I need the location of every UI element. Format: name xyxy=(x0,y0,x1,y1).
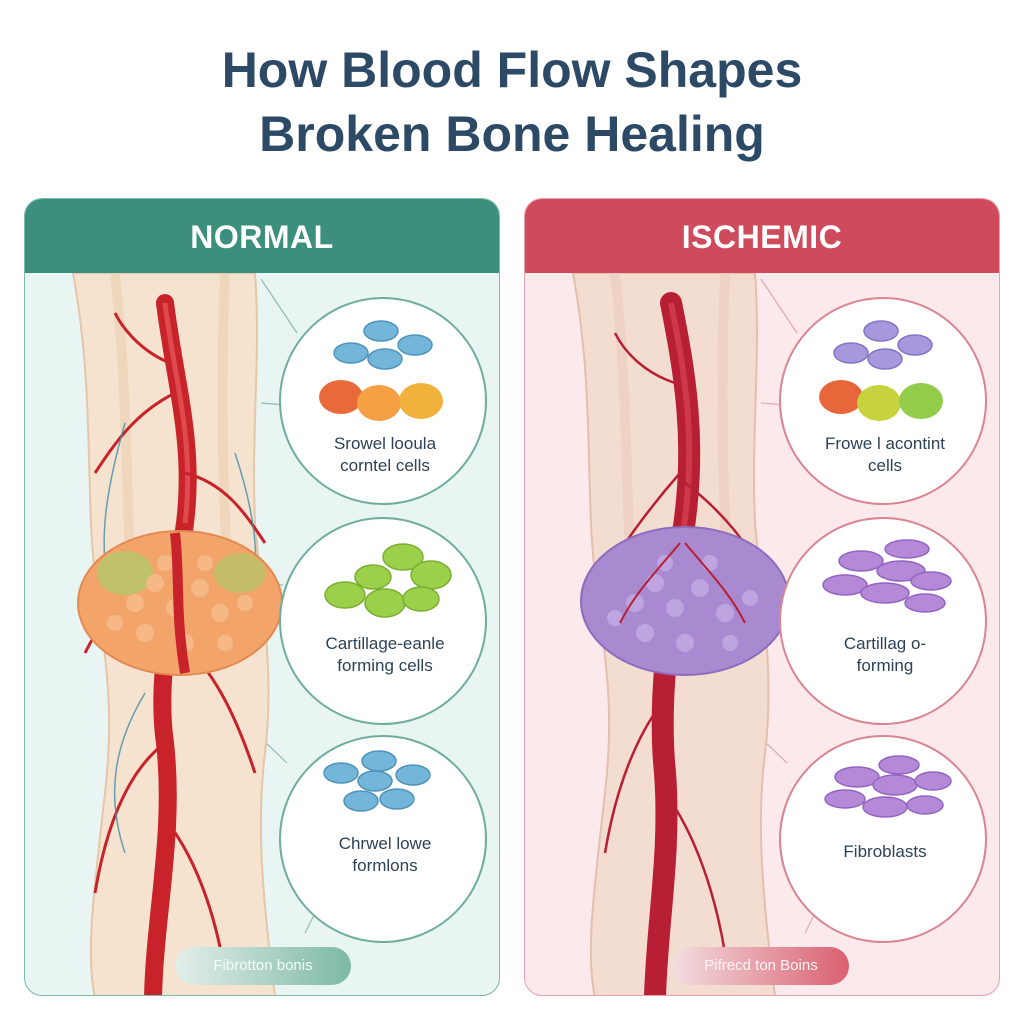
normal-bone-illustration xyxy=(71,273,326,995)
ischemic-vessel-branches xyxy=(603,332,767,954)
normal-circle-2-label: Cartillage-eanle forming cells xyxy=(301,633,469,677)
label-line: forming cells xyxy=(337,656,433,675)
normal-circle-cells-1: Srowel looula corntel cells xyxy=(279,297,487,505)
ischemic-panel-header: ISCHEMIC xyxy=(525,199,999,273)
label-line: formlons xyxy=(352,856,418,875)
ischemic-circle-cells-2: Cartillag o- forming xyxy=(779,517,987,725)
label-line: Cartillag o- xyxy=(843,634,927,653)
green-cells-icon xyxy=(324,543,452,618)
blue-cells-icon xyxy=(323,750,431,812)
normal-circle-cells-2: Cartillage-eanle forming cells xyxy=(279,517,487,725)
label-line: Fibroblasts xyxy=(843,842,927,861)
ischemic-footer-badge: Pifrecd ton Boins xyxy=(673,947,849,985)
normal-panel: NORMAL xyxy=(24,198,500,996)
ischemic-callus xyxy=(580,526,790,676)
blue-orange-cells-icon xyxy=(319,320,443,421)
ischemic-circle-cells-1: Frowe l acontint cells xyxy=(779,297,987,505)
ischemic-circle-2-label: Cartillag o- forming xyxy=(801,633,969,677)
label-line: Chrwel lowe xyxy=(338,834,432,853)
label-line: forming xyxy=(856,656,914,675)
ischemic-circle-cells-3: Fibroblasts xyxy=(779,735,987,943)
ischemic-leader-line xyxy=(760,278,798,334)
label-line: Cartillage-eanle xyxy=(325,634,445,653)
label-line: Frowe l acontint xyxy=(825,434,945,453)
page-title: How Blood Flow Shapes Broken Bone Healin… xyxy=(0,38,1024,166)
purple-green-cells-icon xyxy=(819,320,943,421)
ischemic-circle-3-label: Fibroblasts xyxy=(801,841,969,863)
normal-leader-line xyxy=(260,278,298,334)
ischemic-circle-1-label: Frowe l acontint cells xyxy=(801,433,969,477)
purple-cells-icon xyxy=(822,539,952,613)
normal-footer-badge: Fibrotton bonis xyxy=(175,947,351,985)
label-line: cells xyxy=(867,456,902,475)
normal-circle-1-label: Srowel looula corntel cells xyxy=(301,433,469,477)
label-line: corntel cells xyxy=(340,456,430,475)
normal-panel-header: NORMAL xyxy=(25,199,499,273)
title-line-1: How Blood Flow Shapes xyxy=(221,42,803,98)
title-line-2: Broken Bone Healing xyxy=(259,106,765,162)
label-line: Srowel looula xyxy=(333,434,437,453)
ischemic-panel: ISCHEMIC xyxy=(524,198,1000,996)
normal-circle-cells-3: Chrwel lowe formlons xyxy=(279,735,487,943)
purple-fibroblast-icon xyxy=(824,755,952,818)
normal-circle-3-label: Chrwel lowe formlons xyxy=(301,833,469,877)
ischemic-bone-illustration xyxy=(571,273,826,995)
